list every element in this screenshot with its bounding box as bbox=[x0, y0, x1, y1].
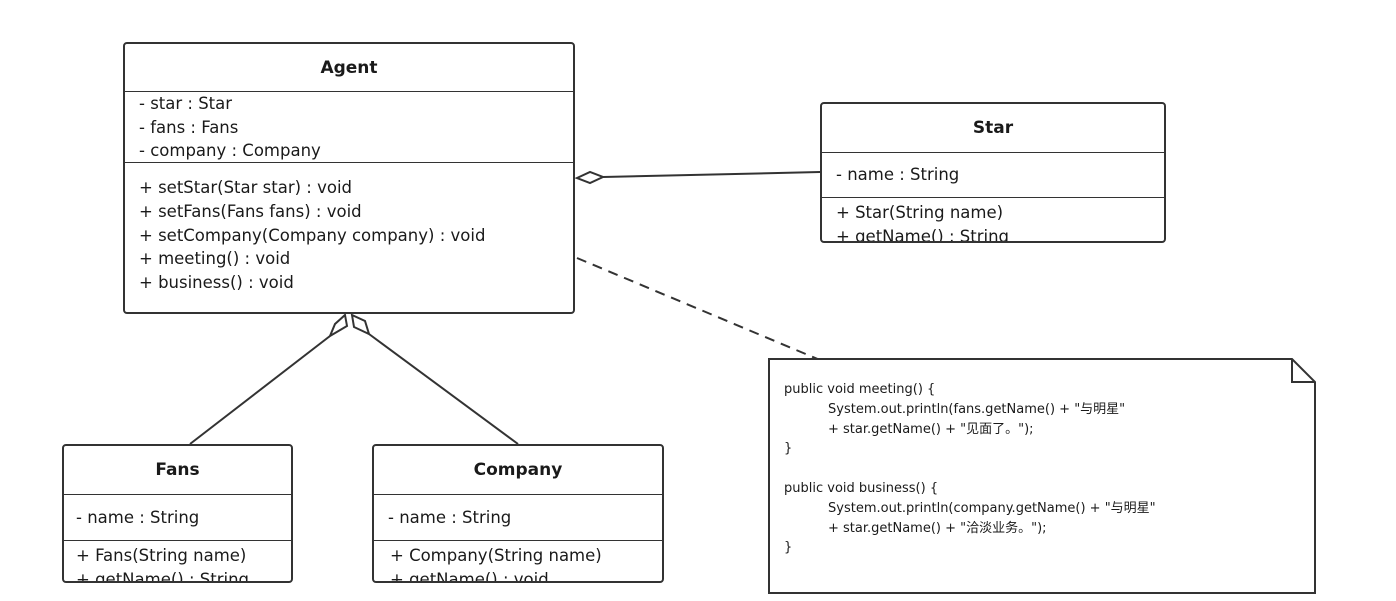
operation: + Company(String name) bbox=[390, 546, 602, 565]
note-line: System.out.println(fans.getName() + "与明星… bbox=[828, 401, 1126, 417]
operation: + Fans(String name) bbox=[76, 546, 247, 565]
note-line: } bbox=[784, 441, 793, 457]
aggregation-agent-company bbox=[350, 313, 519, 445]
note-line: + star.getName() + "见面了。"); bbox=[828, 421, 1034, 437]
note-line: public void business() { bbox=[784, 480, 939, 496]
note-text: public void meeting() { System.out.print… bbox=[784, 380, 1156, 558]
attributes-section: - name : String bbox=[822, 153, 1164, 197]
note-line: public void meeting() { bbox=[784, 382, 936, 397]
operation: + meeting() : void bbox=[139, 249, 291, 269]
note-line: } bbox=[784, 540, 793, 556]
note-line bbox=[784, 459, 1156, 479]
operations-section: + setStar(Star star) : void + setFans(Fa… bbox=[125, 162, 573, 295]
operation: + setFans(Fans fans) : void bbox=[139, 201, 362, 221]
attributes-section: - name : String bbox=[64, 495, 291, 540]
operation: + setCompany(Company company) : void bbox=[139, 225, 486, 245]
aggregation-diamond-star bbox=[574, 170, 606, 185]
attributes-section: - name : String bbox=[374, 495, 662, 540]
note[interactable]: public void meeting() { System.out.print… bbox=[768, 358, 1316, 594]
aggregation-diamond-fans bbox=[327, 313, 349, 339]
operation: + getName() : void bbox=[390, 569, 549, 583]
aggregation-diamond-company bbox=[350, 313, 371, 336]
class-name: Fans bbox=[64, 446, 291, 495]
operation: + Star(String name) bbox=[836, 203, 1004, 222]
note-link-line bbox=[576, 257, 821, 361]
attribute: - name : String bbox=[388, 508, 512, 527]
attribute: - name : String bbox=[76, 508, 200, 527]
class-name: Company bbox=[374, 446, 662, 495]
class-star[interactable]: Star - name : String + Star(String name)… bbox=[820, 102, 1166, 243]
note-line: System.out.println(company.getName() + "… bbox=[828, 500, 1156, 516]
operation: + setStar(Star star) : void bbox=[139, 178, 353, 197]
operation: + getName() : String bbox=[836, 226, 1010, 243]
attribute: - name : String bbox=[836, 165, 960, 184]
note-line: + star.getName() + "洽淡业务。"); bbox=[828, 520, 1047, 536]
attribute: - fans : Fans bbox=[139, 117, 239, 137]
note-fold-corner bbox=[1291, 359, 1315, 383]
operation: + getName() : String bbox=[76, 569, 250, 583]
class-company[interactable]: Company - name : String + Company(String… bbox=[372, 444, 664, 583]
class-fans[interactable]: Fans - name : String + Fans(String name)… bbox=[62, 444, 293, 583]
note-shape bbox=[768, 358, 1316, 594]
operation: + business() : void bbox=[139, 273, 294, 293]
attribute: - star : Star bbox=[139, 94, 233, 113]
class-name: Agent bbox=[125, 44, 573, 92]
operations-section: + Fans(String name) + getName() : String bbox=[64, 540, 291, 583]
class-name: Star bbox=[822, 104, 1164, 153]
attribute: - company : Company bbox=[139, 141, 321, 160]
attributes-section: - star : Star - fans : Fans - company : … bbox=[125, 92, 573, 162]
class-agent[interactable]: Agent - star : Star - fans : Fans - comp… bbox=[123, 42, 575, 314]
aggregation-agent-fans bbox=[189, 313, 349, 445]
operations-section: + Star(String name) + getName() : String bbox=[822, 197, 1164, 243]
aggregation-agent-star bbox=[574, 170, 821, 185]
operations-section: + Company(String name) + getName() : voi… bbox=[374, 540, 662, 583]
